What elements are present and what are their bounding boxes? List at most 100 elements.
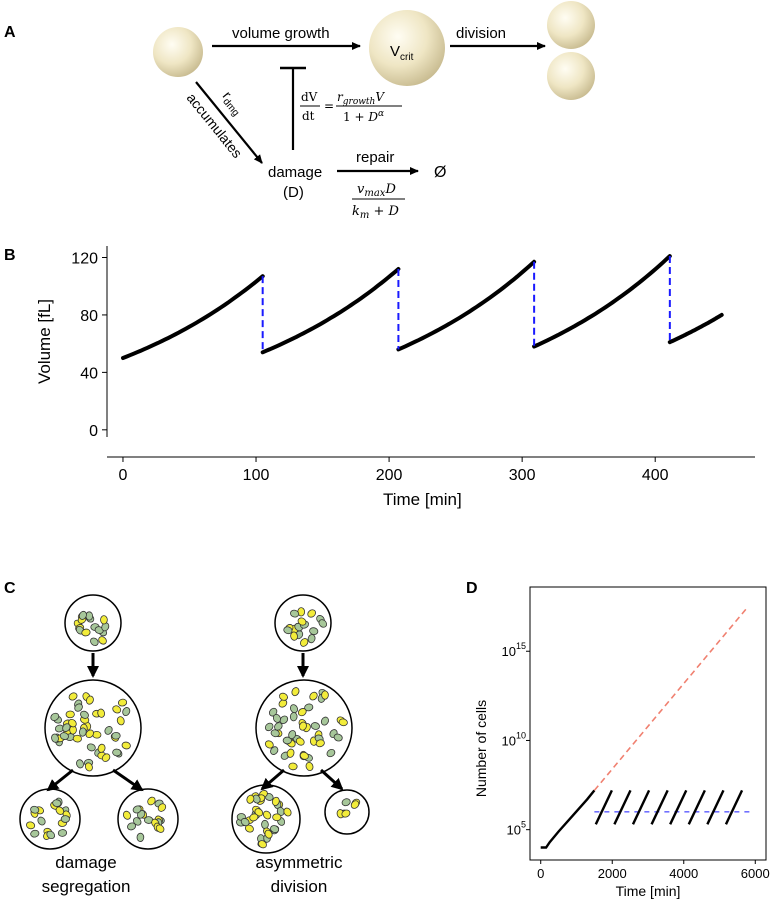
- protein-particle: [104, 726, 113, 735]
- cell-right-grown: [255, 679, 353, 777]
- svg-text:rgrowthV: rgrowthV: [337, 90, 385, 107]
- svg-text:dt: dt: [302, 109, 315, 123]
- repair-equation: vmaxD km + D: [352, 182, 405, 221]
- protein-particle: [60, 815, 70, 823]
- cell-membrane: [64, 594, 122, 652]
- damage-particle: [309, 691, 318, 701]
- chart-b-ytick-label: 120: [71, 250, 98, 267]
- damage-particle: [85, 695, 94, 705]
- division-arrow-left-1: [46, 768, 74, 792]
- damage-particle: [116, 716, 125, 726]
- damage-particle: [279, 692, 288, 701]
- protein-particle: [283, 626, 293, 635]
- chart-d-ylabel: Number of cells: [473, 700, 489, 797]
- damage-particle: [97, 708, 106, 718]
- chart-b-xtick-label: 0: [119, 467, 128, 484]
- chart-b-xtick-label: 400: [642, 467, 669, 484]
- cell-sphere-critical: [369, 10, 445, 86]
- chart-b-xtick-label: 300: [509, 467, 536, 484]
- protein-particle: [111, 731, 121, 740]
- protein-particle: [59, 732, 69, 740]
- division-arrow-left-2: [112, 768, 144, 792]
- damage-particle: [244, 824, 254, 833]
- sawtooth-segment: [631, 789, 651, 825]
- protein-particle: [289, 704, 299, 714]
- damage-particle: [271, 796, 280, 806]
- cell-count-line: [540, 789, 596, 849]
- protein-particle: [133, 817, 142, 826]
- damage-particle: [84, 762, 93, 772]
- panel-label-c: C: [4, 580, 16, 597]
- chart-d-xtick-label: 0: [537, 866, 544, 881]
- protein-particle: [320, 716, 329, 726]
- repair-label: repair: [356, 149, 394, 166]
- protein-particle: [272, 713, 281, 723]
- damage-particle: [26, 821, 36, 830]
- damage-particle: [299, 751, 309, 760]
- protein-particle: [30, 805, 40, 814]
- panel-label-d: D: [466, 580, 478, 597]
- cell-right-daughter-large: [231, 784, 301, 854]
- volume-growth-segment: [121, 274, 265, 360]
- protein-particle: [307, 634, 316, 644]
- protein-particle: [318, 619, 328, 628]
- damage-particle: [288, 762, 298, 771]
- damage-particle: [68, 718, 77, 728]
- cell-left-daughter-2: [117, 788, 179, 850]
- damage-particle: [283, 807, 292, 817]
- volume-growth-segment: [667, 312, 724, 345]
- cell-sphere-small: [153, 27, 203, 77]
- protein-particle: [86, 743, 96, 752]
- cell-right-initial: [274, 594, 332, 652]
- damage-particle: [278, 699, 288, 708]
- protein-particle: [132, 805, 142, 814]
- damage-particle: [338, 718, 348, 727]
- svg-text:dV: dV: [301, 90, 318, 104]
- damage-particle: [68, 692, 78, 701]
- damage-particle: [246, 794, 255, 804]
- protein-particle: [282, 736, 292, 745]
- protein-particle: [51, 733, 59, 743]
- sawtooth-segment: [669, 789, 688, 825]
- damage-particle: [291, 687, 300, 697]
- exponential-growth-dashed: [593, 606, 749, 791]
- damage-particle: [112, 705, 122, 714]
- volume-growth-segment: [396, 259, 537, 352]
- damage-particle: [350, 800, 360, 809]
- svg-text:km + D: km + D: [352, 204, 400, 221]
- damage-particle: [81, 628, 91, 637]
- chart-b-ytick-label: 80: [80, 308, 98, 325]
- damage-particle: [249, 813, 259, 822]
- damage-particle: [72, 734, 82, 743]
- chart-d-xlabel: Time [min]: [616, 883, 681, 899]
- cell-left-daughter-1: [19, 788, 81, 850]
- damage-particle: [85, 729, 94, 739]
- protein-particle: [94, 626, 104, 635]
- damage-particle: [155, 824, 165, 833]
- damage-label: damage: [268, 164, 322, 181]
- protein-particle: [136, 832, 145, 842]
- damage-particle: [157, 803, 167, 812]
- empty-set-symbol: Ø: [434, 164, 446, 181]
- protein-particle: [289, 712, 298, 722]
- protein-particle: [50, 712, 60, 721]
- daughter-sphere-top: [547, 1, 595, 49]
- damage-particle: [286, 748, 295, 758]
- damage-particle: [65, 710, 75, 719]
- protein-particle: [74, 703, 83, 712]
- protein-particle: [240, 818, 250, 827]
- chart-d-ytick-label: 105: [507, 820, 526, 838]
- damage-particle: [258, 840, 267, 849]
- volume-growth-label: volume growth: [232, 25, 330, 42]
- protein-particle: [30, 829, 40, 838]
- chart-d-ytick-label: 1010: [502, 730, 526, 748]
- protein-particle: [270, 746, 279, 755]
- protein-particle: [112, 748, 122, 757]
- damage-particle: [295, 737, 305, 746]
- damage-particle: [297, 617, 307, 626]
- protein-particle: [270, 825, 280, 833]
- damage-particle: [321, 690, 329, 700]
